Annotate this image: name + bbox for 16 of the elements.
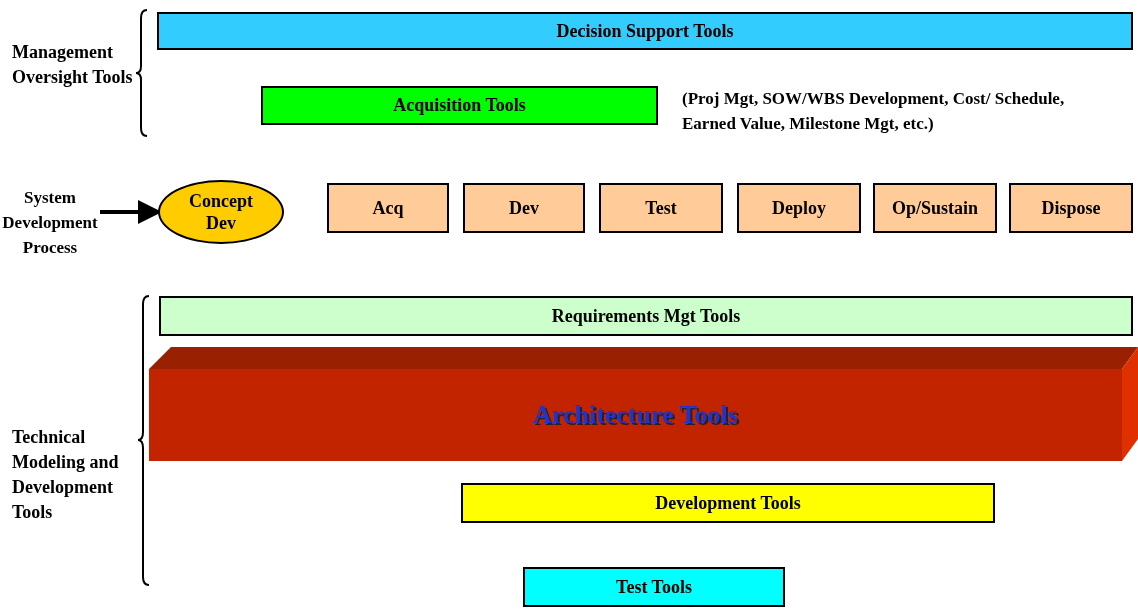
phase-box: Op/Sustain (873, 183, 997, 233)
tool-bar: Requirements Mgt Tools (159, 296, 1133, 336)
phase-box: Dispose (1009, 183, 1133, 233)
phase-box: Acq (327, 183, 449, 233)
tool-bar: Test Tools (523, 567, 785, 607)
group-label: Technical Modeling and Development Tools (12, 426, 120, 524)
phase-box: Dev (463, 183, 585, 233)
phase-box: Deploy (737, 183, 861, 233)
phase-ellipse: Concept Dev (158, 180, 284, 244)
note-text: (Proj Mgt, SOW/WBS Development, Cost/ Schedule, Earned Value, Milestone Mgt, etc.) (682, 88, 1066, 135)
tool-bar: Development Tools (461, 483, 995, 523)
phase-box: Test (599, 183, 723, 233)
process-label: System Development Process (0, 172, 100, 272)
group-label: Management Oversight Tools (12, 41, 134, 89)
tool-bar: Decision Support Tools (157, 12, 1133, 50)
tool-bar: Acquisition Tools (261, 86, 658, 125)
